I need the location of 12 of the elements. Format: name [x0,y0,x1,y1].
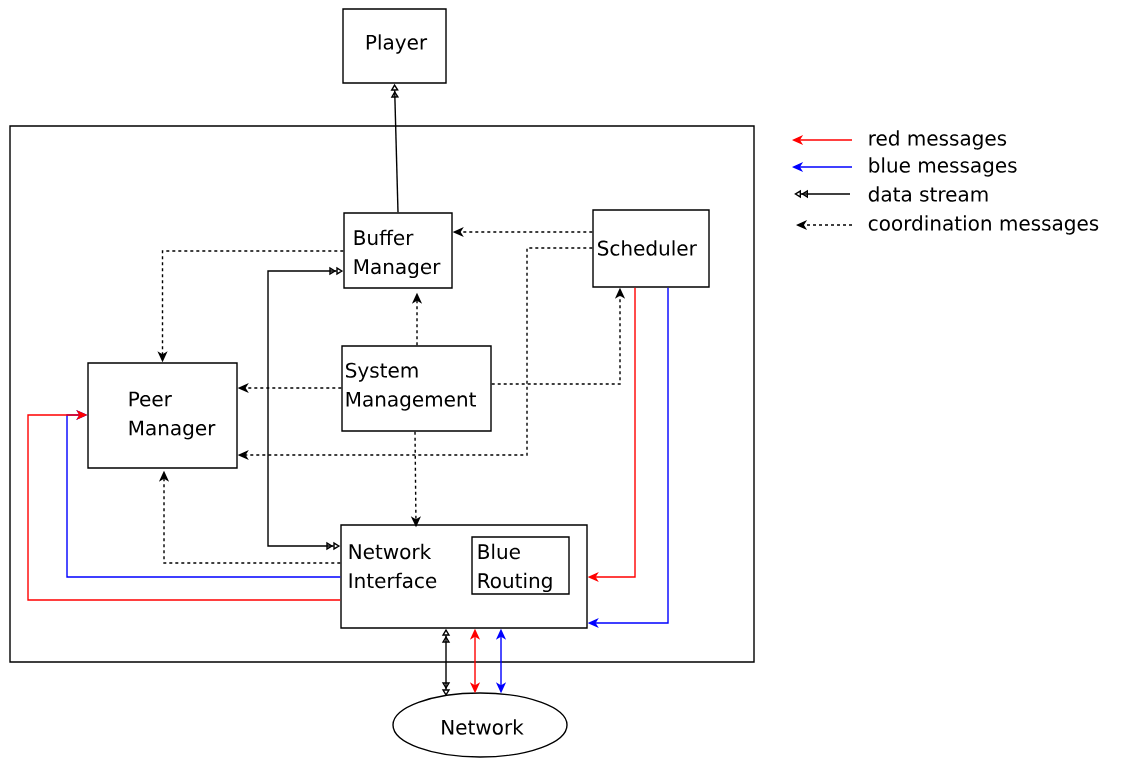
legend-text: coordination messages [868,215,1099,235]
system-frame [9,125,755,663]
component-box: Buffer Manager [343,212,453,289]
sub-component-box: Blue Routing [471,536,570,595]
component-box: System Management [341,345,492,432]
component-box: Scheduler [592,209,710,288]
component-box: Player [342,8,447,84]
arrow [27,409,341,601]
legend-text: data stream [868,186,988,202]
component-box: Peer Manager [87,362,238,469]
legend-text: red messages [869,130,1007,150]
legend-text: blue messages [869,157,1017,177]
